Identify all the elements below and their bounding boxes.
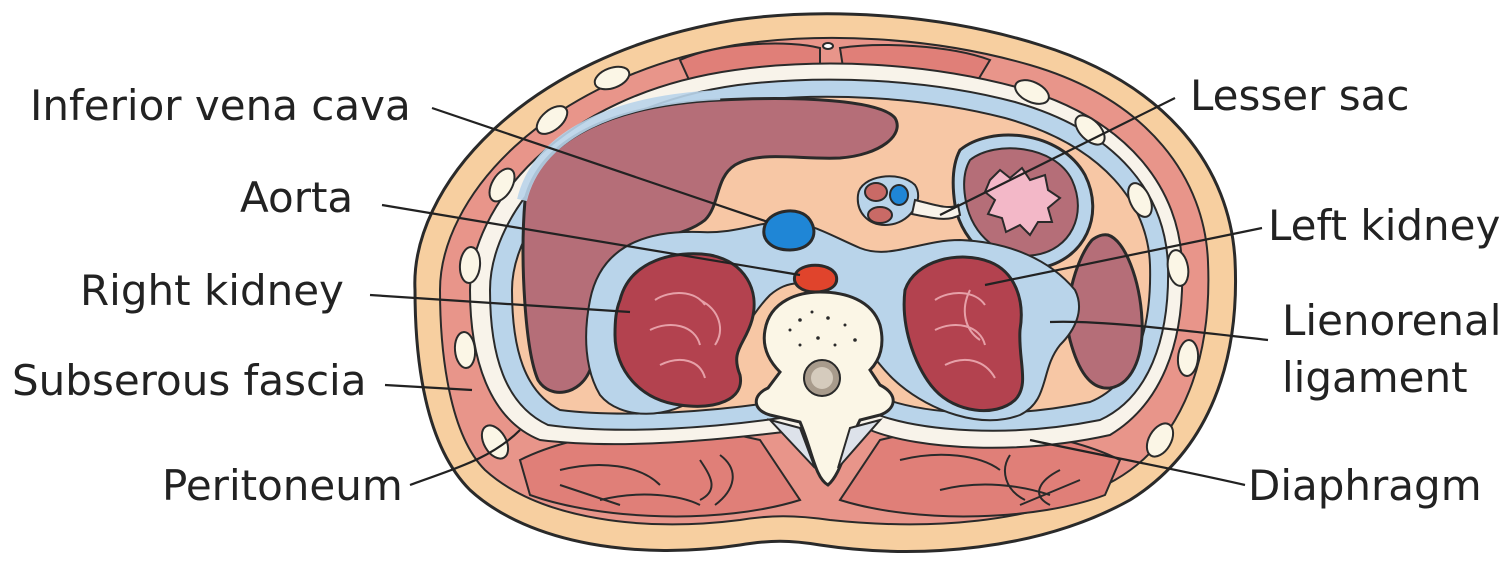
label-peritoneum: Peritoneum bbox=[162, 461, 403, 510]
label-subserous-fascia: Subserous fascia bbox=[12, 356, 366, 405]
label-lienorenal-line2: ligament bbox=[1282, 353, 1468, 402]
label-aorta: Aorta bbox=[240, 173, 353, 222]
label-diaphragm: Diaphragm bbox=[1248, 461, 1482, 510]
label-left-kidney: Left kidney bbox=[1268, 201, 1500, 250]
label-lienorenal-line1: Lienorenal bbox=[1282, 296, 1501, 345]
label-right-kidney: Right kidney bbox=[80, 266, 344, 315]
aorta bbox=[794, 265, 836, 292]
inferior-vena-cava bbox=[764, 211, 814, 250]
label-inferior-vena-cava: Inferior vena cava bbox=[30, 81, 411, 130]
right-kidney bbox=[615, 254, 754, 406]
label-lesser-sac: Lesser sac bbox=[1190, 71, 1409, 120]
